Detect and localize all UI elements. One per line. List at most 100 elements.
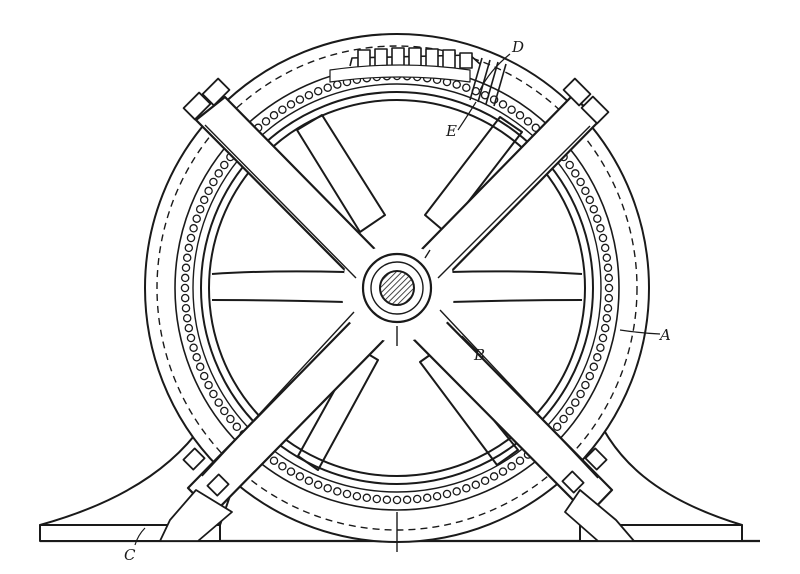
label-B: B <box>473 346 485 364</box>
coil-bead <box>333 80 342 89</box>
coil-bead <box>422 493 432 503</box>
coil-bead <box>182 313 192 323</box>
coil-bead <box>278 105 287 114</box>
coil-bead <box>209 177 218 187</box>
coil-bead <box>596 343 605 352</box>
coil-bead <box>402 495 412 505</box>
coil-bead <box>507 462 516 471</box>
coil-bead <box>589 204 599 214</box>
coil-bead <box>565 160 574 170</box>
coil-bead <box>180 273 190 283</box>
coil-bead <box>571 169 580 178</box>
coil-bead <box>392 495 402 505</box>
label-D: D <box>511 38 524 56</box>
coil-bead <box>286 467 296 476</box>
label-C: C <box>124 546 136 564</box>
coil-bead <box>323 484 332 493</box>
label-E: E <box>445 122 457 140</box>
coil-bead <box>220 160 229 170</box>
coil-bead <box>480 476 490 486</box>
coil-bead <box>209 389 218 399</box>
coil-bead <box>598 333 608 343</box>
coil-bead <box>571 398 580 407</box>
coil-bead <box>515 456 525 465</box>
coil-bead <box>581 186 590 196</box>
coil-bead <box>195 204 205 214</box>
coil-bead <box>559 414 568 424</box>
coil-bead <box>189 343 198 352</box>
coil-bead <box>295 95 305 104</box>
coil-bead <box>507 105 516 114</box>
coil-bead <box>596 224 605 233</box>
coil-bead <box>323 83 332 92</box>
coil-bead <box>581 380 590 390</box>
coil-bead <box>452 80 461 89</box>
coil-bead <box>180 283 190 293</box>
coil-bead <box>333 487 342 496</box>
coil-bead <box>304 476 314 486</box>
coil-bead <box>382 495 392 505</box>
arm-feet <box>159 447 635 542</box>
coil-bead <box>603 303 613 313</box>
coil-bead <box>269 111 279 120</box>
coil-bead <box>471 480 481 490</box>
coil-bead <box>603 263 613 273</box>
coil-bead <box>593 353 602 362</box>
coil-bead <box>598 233 608 243</box>
coil-bead <box>585 195 595 205</box>
coil-bead <box>565 406 574 416</box>
coil-bead <box>342 489 352 499</box>
coil-bead <box>498 467 508 476</box>
coil-bead <box>192 353 201 362</box>
coil-bead <box>181 263 191 273</box>
coil-bead <box>186 233 196 243</box>
leader-lines <box>134 53 661 546</box>
coil-bead <box>214 169 223 178</box>
coil-bead <box>182 253 192 263</box>
coil-bead <box>278 462 287 471</box>
coil-bead <box>362 493 372 503</box>
coil-bead <box>295 472 305 481</box>
coil-bead <box>352 491 362 501</box>
coil-bead <box>462 484 471 493</box>
coil-bead <box>604 293 614 303</box>
coil-bead <box>261 117 271 126</box>
coil-bead <box>432 491 442 501</box>
coil-bead <box>498 100 508 109</box>
coil-bead <box>552 422 562 432</box>
coil-bead <box>313 480 323 490</box>
coil-bead <box>593 214 602 223</box>
coil-bead <box>515 111 525 120</box>
coil-bead <box>602 313 612 323</box>
coil-bead <box>589 362 599 372</box>
coil-bead <box>186 333 196 343</box>
coil-bead <box>462 83 471 92</box>
coil-bead <box>214 398 223 407</box>
arm-caps <box>182 77 610 125</box>
armature-coils <box>180 71 614 505</box>
coil-bead <box>181 303 191 313</box>
coil-bead <box>184 323 194 333</box>
coil-bead <box>286 100 296 109</box>
coil-bead <box>220 406 229 416</box>
coil-bead <box>600 243 610 253</box>
coil-bead <box>489 472 499 481</box>
coil-bead <box>204 186 213 196</box>
coil-bead <box>184 243 194 253</box>
coil-bead <box>192 214 201 223</box>
coil-bead <box>604 283 614 293</box>
coil-bead <box>199 371 209 381</box>
shaft-hub <box>361 252 433 324</box>
coil-bead <box>604 273 614 283</box>
coil-bead <box>195 362 205 372</box>
coil-bead <box>576 389 585 399</box>
coil-bead <box>204 380 213 390</box>
coil-bead <box>269 456 279 465</box>
coil-bead <box>523 117 533 126</box>
brushes <box>469 57 507 107</box>
coil-bead <box>452 487 461 496</box>
coil-bead <box>442 489 452 499</box>
coil-bead <box>602 253 612 263</box>
